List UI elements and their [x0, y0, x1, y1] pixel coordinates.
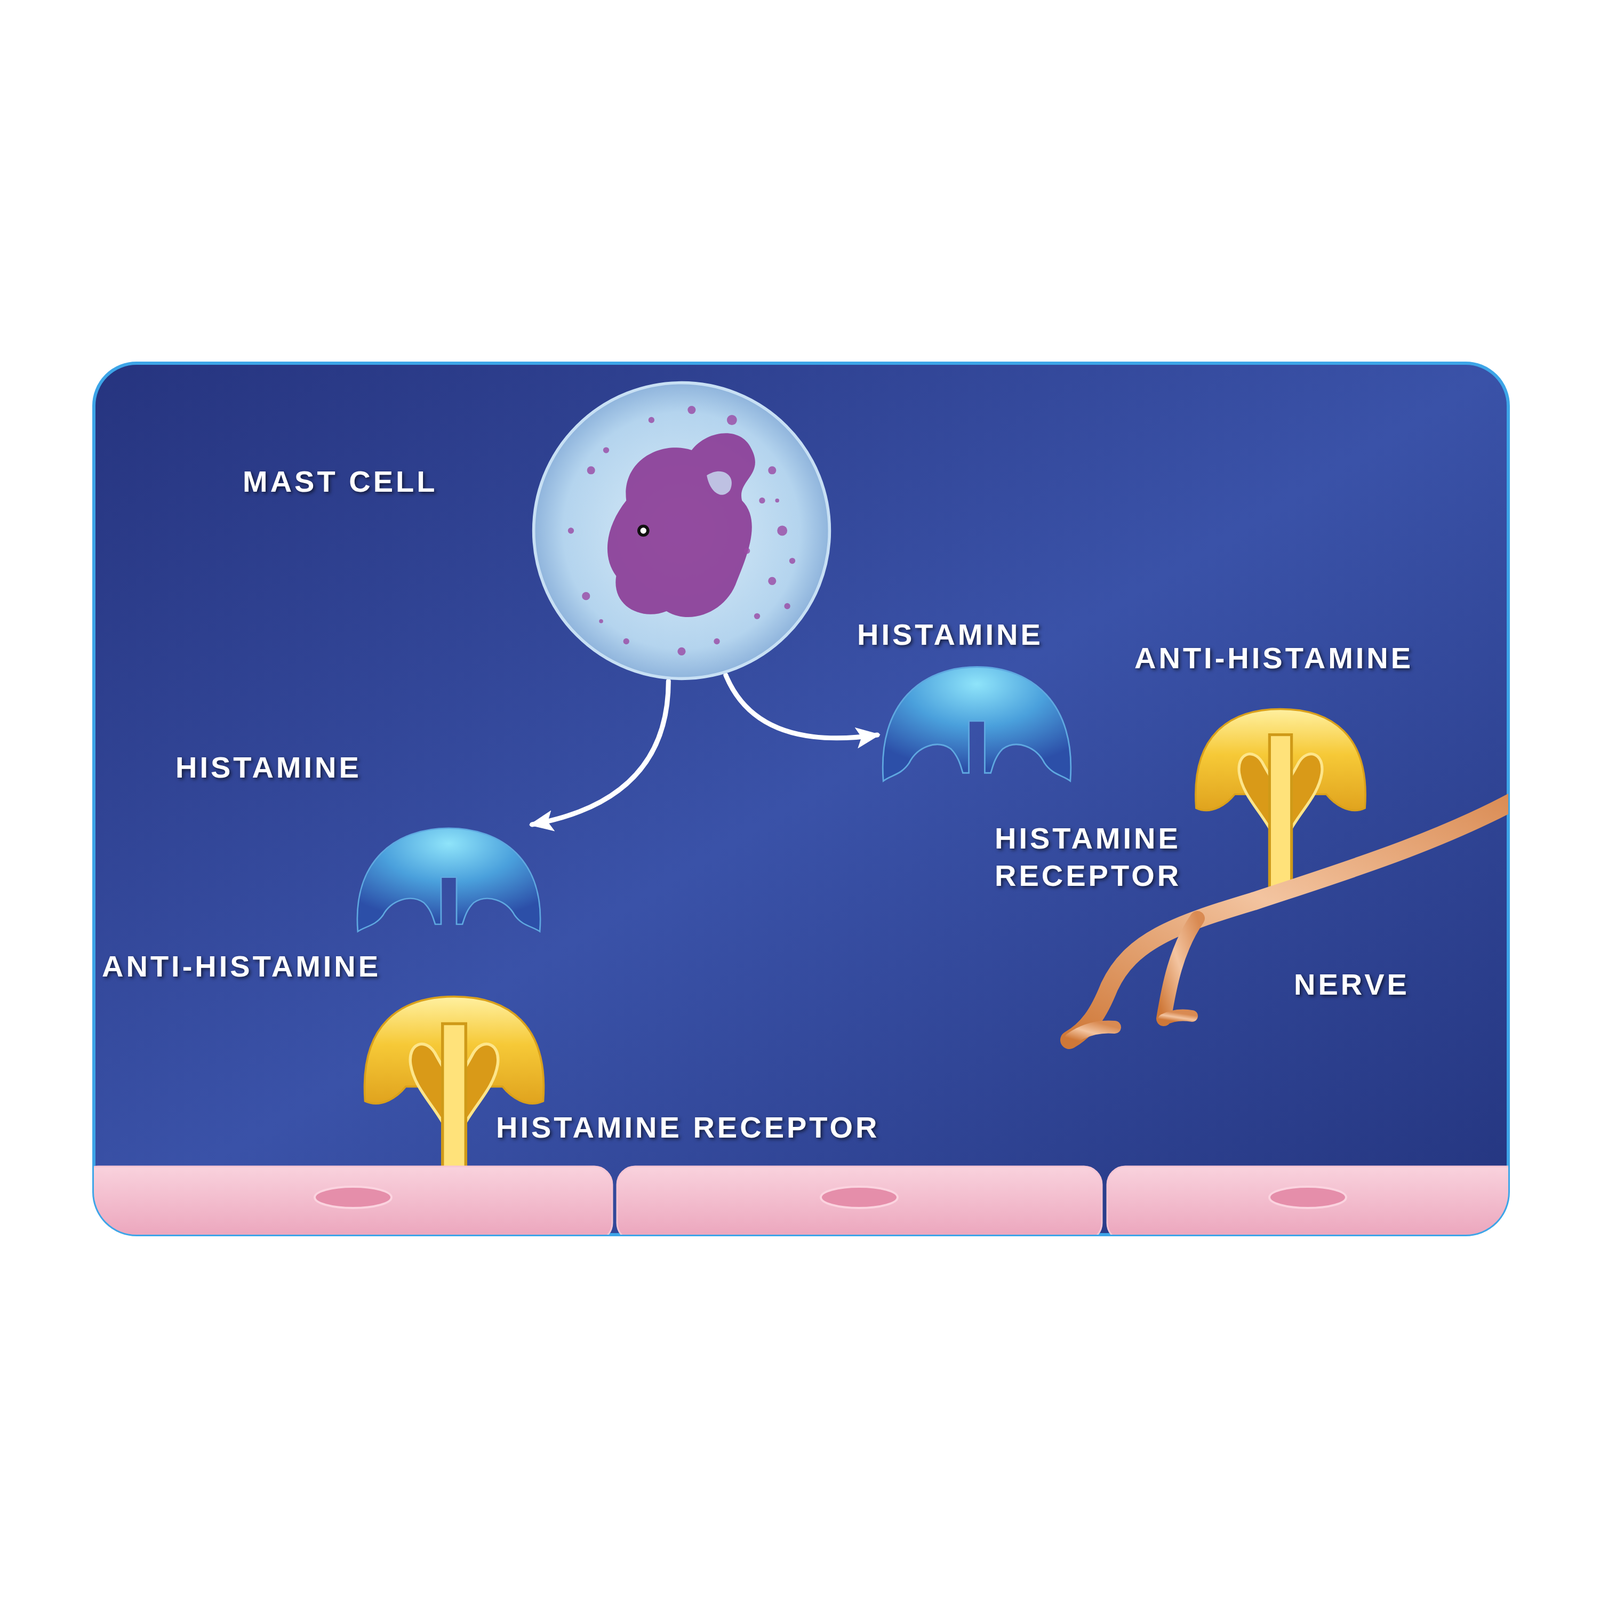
part-label: HISTAMINE RECEPTOR [994, 819, 1246, 895]
histamine-shape [352, 824, 546, 934]
part-label: NERVE [1293, 965, 1410, 1004]
node-label: MAST CELL [242, 462, 438, 501]
part-label: HISTAMINE RECEPTOR [496, 1108, 880, 1147]
release-arrow [725, 675, 878, 739]
mast-cell-shape [530, 379, 833, 682]
histamine-molecule: HISTAMINE [877, 662, 1077, 783]
antihistamine-shape [364, 996, 544, 1191]
histamine-molecule: HISTAMINE [352, 824, 546, 934]
part-label: ANTI-HISTAMINE [101, 947, 381, 986]
part-label: ANTI-HISTAMINE [1134, 639, 1414, 677]
histamine-shape [877, 662, 1077, 783]
tissue-cells [93, 1166, 1509, 1235]
node-label: HISTAMINE [175, 748, 362, 787]
node-label: HISTAMINE [857, 616, 1044, 654]
release-arrow [532, 681, 669, 825]
mast-cell: MAST CELL [530, 379, 833, 682]
panel [93, 363, 1509, 1235]
